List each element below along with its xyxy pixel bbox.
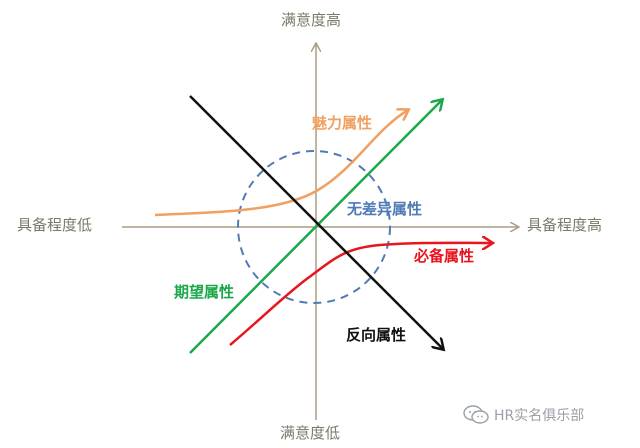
indifferent-zone-circle xyxy=(237,150,391,304)
attractive-label: 魅力属性 xyxy=(312,114,373,132)
axis-label-top: 满意度高 xyxy=(281,11,342,29)
must-be-label: 必备属性 xyxy=(414,247,475,265)
axis-label-left: 具备程度低 xyxy=(17,216,93,234)
watermark-text: HR实名俱乐部 xyxy=(494,408,585,424)
axis-label-bottom: 满意度低 xyxy=(280,424,341,442)
must-be-curve xyxy=(229,243,492,346)
axis-label-right: 具备程度高 xyxy=(527,216,603,234)
wechat-icon xyxy=(463,405,489,424)
attractive-curve xyxy=(154,110,408,217)
watermark: HR实名俱乐部 xyxy=(462,404,584,426)
one-dimensional-line xyxy=(189,100,442,354)
one-dimensional-label: 期望属性 xyxy=(174,283,235,301)
reverse-line xyxy=(189,95,443,349)
reverse-label: 反向属性 xyxy=(346,326,407,344)
indifferent-label: 无差异属性 xyxy=(347,200,423,218)
